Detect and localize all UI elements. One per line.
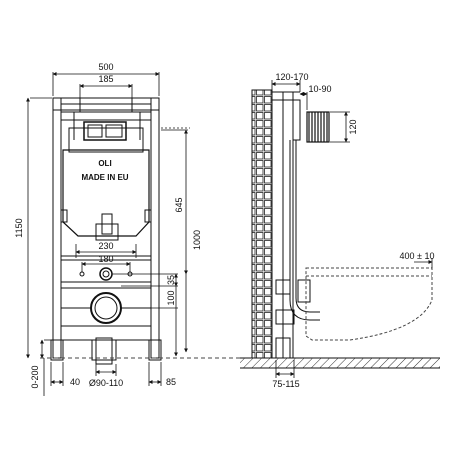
label-230: 230 xyxy=(98,241,113,251)
front-view-dimensions xyxy=(26,72,190,396)
height-label: 1150 xyxy=(14,218,24,237)
side-view xyxy=(240,89,440,369)
range-10-90: 10-90 xyxy=(308,84,331,94)
frame-cross-bar xyxy=(60,111,152,121)
frame-left-post xyxy=(52,97,62,359)
top-span-label: 185 xyxy=(98,74,113,84)
pipe-diameter-label: Ø90-110 xyxy=(89,378,123,388)
brand-text: OLI xyxy=(98,159,111,168)
label-35: 35 xyxy=(166,275,176,285)
side-view-dimensions xyxy=(271,80,433,378)
made-in-text: MADE IN EU xyxy=(81,173,128,182)
water-inlet xyxy=(99,267,113,281)
tolerance-label: 400 ± 10 xyxy=(400,251,435,261)
fixing-bolt-left xyxy=(79,271,85,277)
foot-right xyxy=(148,339,162,361)
flush-pipe xyxy=(289,140,320,321)
foot-left xyxy=(50,339,64,361)
front-view xyxy=(40,97,250,365)
ribbed-connector xyxy=(306,111,330,143)
toilet-bowl xyxy=(305,267,433,341)
label-40: 40 xyxy=(70,377,80,387)
label-1000: 1000 xyxy=(192,230,202,250)
label-180: 180 xyxy=(98,254,113,264)
range-75-115: 75-115 xyxy=(272,379,299,389)
frame-right-post xyxy=(150,97,160,359)
label-85: 85 xyxy=(166,377,176,387)
frame-profile xyxy=(282,91,294,359)
range-120-170: 120-170 xyxy=(275,72,308,82)
label-120: 120 xyxy=(348,119,358,134)
floor xyxy=(240,358,440,368)
frame-top-bar xyxy=(52,97,160,111)
flush-plate-opening xyxy=(83,121,127,141)
width-label: 500 xyxy=(98,62,113,72)
tiled-wall xyxy=(251,89,273,359)
label-645: 645 xyxy=(174,197,184,212)
label-100: 100 xyxy=(166,290,176,305)
range-0-200: 0-200 xyxy=(30,365,40,388)
